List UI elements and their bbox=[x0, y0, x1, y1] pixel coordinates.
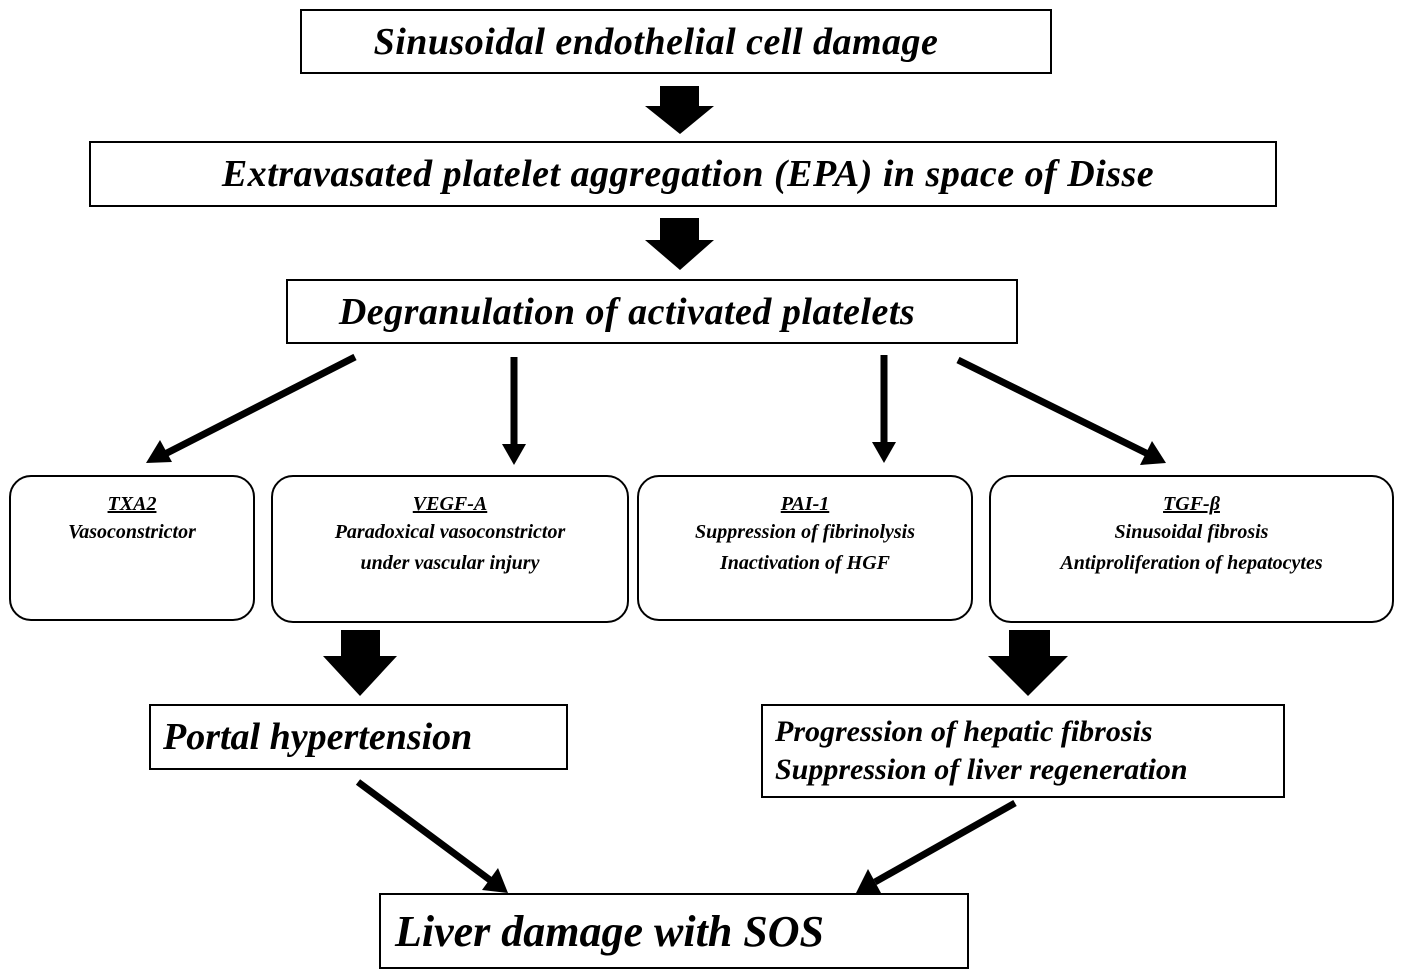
tgf-title: TGF-β bbox=[1163, 493, 1220, 515]
tgf-box: TGF-β Sinusoidal fibrosis Antiproliferat… bbox=[989, 475, 1394, 623]
pai1-title: PAI-1 bbox=[780, 493, 830, 515]
txa2-line-1: Vasoconstrictor bbox=[68, 521, 196, 543]
pai1-box: PAI-1 Suppression of fibrinolysis Inacti… bbox=[637, 475, 973, 621]
sinusoidal-damage-box: Sinusoidal endothelial cell damage bbox=[300, 9, 1052, 74]
vegf-line-1: Paradoxical vasoconstrictor bbox=[334, 521, 566, 543]
fibrosis-line-2: Suppression of liver regeneration bbox=[775, 753, 1188, 786]
sinusoidal-damage-text: Sinusoidal endothelial cell damage bbox=[373, 20, 939, 63]
block-arrow-2 bbox=[645, 218, 714, 270]
fibrosis-box: Progression of hepatic fibrosis Suppress… bbox=[761, 704, 1285, 798]
sos-text: Liver damage with SOS bbox=[395, 906, 825, 956]
arrow-fibrosis-to-sos bbox=[856, 799, 1017, 893]
txa2-box: TXA2 Vasoconstrictor bbox=[9, 475, 255, 621]
block-arrow-tgf-fibrosis bbox=[988, 630, 1068, 696]
arrow-to-txa2 bbox=[146, 353, 357, 463]
vegf-title: VEGF-A bbox=[412, 493, 488, 515]
degranulation-text: Degranulation of activated platelets bbox=[338, 290, 916, 333]
portal-hypertension-box: Portal hypertension bbox=[149, 704, 568, 770]
vegf-box: VEGF-A Paradoxical vasoconstrictor under… bbox=[271, 475, 629, 623]
tgf-line-2: Antiproliferation of hepatocytes bbox=[1060, 552, 1323, 574]
block-arrow-vegf-portal bbox=[323, 630, 397, 696]
epa-text: Extravasated platelet aggregation (EPA) … bbox=[221, 153, 1155, 195]
degranulation-box: Degranulation of activated platelets bbox=[286, 279, 1018, 344]
tgf-line-1: Sinusoidal fibrosis bbox=[1114, 521, 1269, 543]
epa-box: Extravasated platelet aggregation (EPA) … bbox=[89, 141, 1277, 207]
arrow-to-tgf bbox=[956, 356, 1166, 465]
arrow-portal-to-sos bbox=[355, 779, 508, 893]
arrow-to-pai1 bbox=[872, 355, 896, 463]
sos-box: Liver damage with SOS bbox=[379, 893, 969, 969]
block-arrow-1 bbox=[645, 86, 714, 134]
txa2-title: TXA2 bbox=[107, 493, 157, 515]
portal-hypertension-text: Portal hypertension bbox=[163, 716, 473, 758]
pai1-line-2: Inactivation of HGF bbox=[719, 552, 890, 574]
arrow-to-vegf bbox=[502, 357, 526, 465]
vegf-line-2: under vascular injury bbox=[360, 552, 540, 574]
fibrosis-line-1: Progression of hepatic fibrosis bbox=[775, 715, 1153, 748]
pai1-line-1: Suppression of fibrinolysis bbox=[694, 521, 916, 543]
